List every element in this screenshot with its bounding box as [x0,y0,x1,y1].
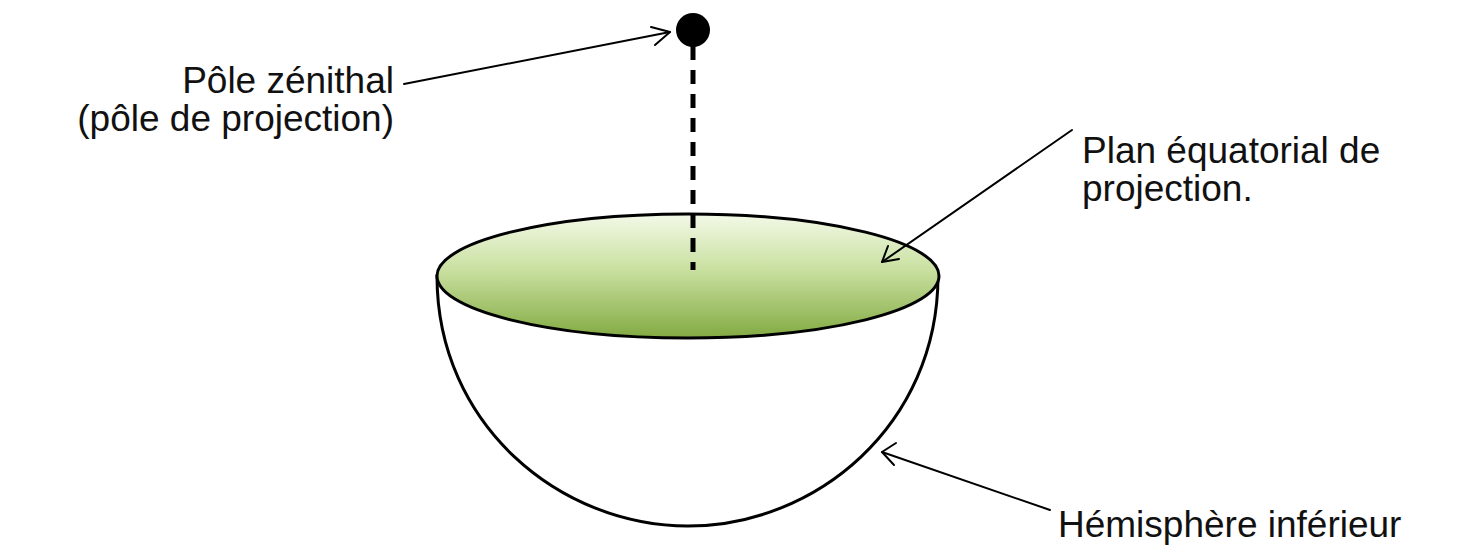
leader-line [882,130,1072,262]
leader-arrowhead [882,443,896,465]
plane-label: Plan équatorial de projection. [1082,132,1380,208]
leader-arrowhead [882,246,899,262]
projection-axis [691,46,696,270]
zenith-pole-dot [676,13,710,47]
leader-line [882,452,1050,510]
equatorial-plane [437,214,939,338]
leader-line [404,32,670,84]
leader-arrowhead [651,27,670,45]
pole-label: Pôle zénithal (pôle de projection) [77,62,394,138]
hemisphere-label: Hémisphère inférieur [1058,506,1401,544]
